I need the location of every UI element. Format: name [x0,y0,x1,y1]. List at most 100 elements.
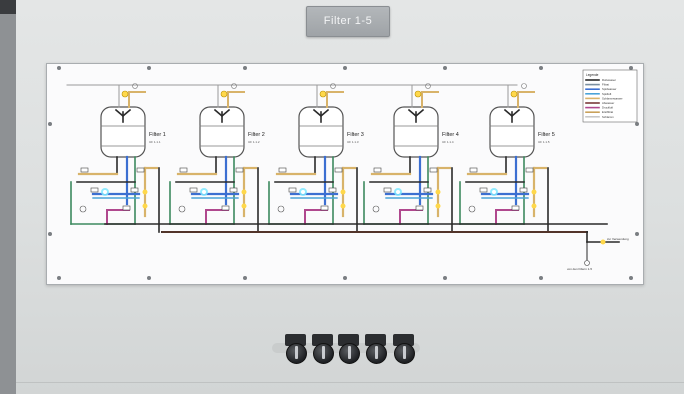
status-lamp [510,90,518,98]
panel-screw [629,66,633,70]
status-lamp [435,189,441,195]
selector-switch-5[interactable] [393,334,415,366]
status-lamp [531,189,537,195]
valve-symbol [235,167,244,173]
filter-unit-4: Filter 4UF 1.1.4 [363,83,459,233]
gauge-icon [521,83,527,89]
legend-item-label: Schlammwasser [602,96,623,100]
status-lamp [121,90,129,98]
valve-symbol [189,187,198,193]
outlet-label: zur Verwendung [607,237,629,241]
panel-screw [57,66,61,70]
status-lamp [220,90,228,98]
panel-screw [635,232,639,236]
valve-core [396,190,400,194]
valve-symbol [511,205,520,211]
legend-box [582,69,638,123]
valve-symbol [229,187,238,193]
gauge-icon [132,83,138,89]
valve-symbol [122,205,131,211]
selector-switch-4[interactable] [365,334,387,366]
panel-screw [48,122,52,126]
valve-symbol [130,187,139,193]
selector-knob[interactable] [313,343,334,364]
status-lamp [241,203,247,209]
filter-unit-1: Filter 1UF 1.1.1 [70,83,166,233]
gauge-icon [425,83,431,89]
gauge-icon [330,83,336,89]
filter-unit-2: Filter 2UF 1.1.2 [169,83,265,233]
valve-symbol [415,205,424,211]
status-lamp [340,203,346,209]
status-lamp [142,203,148,209]
selector-knob[interactable] [339,343,360,364]
status-lamp [241,189,247,195]
valve-symbol [373,167,382,173]
selector-switch-3[interactable] [338,334,360,366]
distributor-arm [114,108,125,118]
legend-item-label: Druckluft [602,106,613,110]
valve-symbol [221,205,230,211]
selector-knob[interactable] [394,343,415,364]
status-lamp [531,203,537,209]
outlet-lamp [600,239,606,245]
filter-unit-3: Filter 3UF 1.1.3 [268,83,364,233]
panel-screw [635,122,639,126]
distributor-arm [312,108,323,118]
panel-screw [443,276,447,280]
selector-knob[interactable] [286,343,307,364]
valve-symbol [320,205,329,211]
gauge-icon [277,205,285,213]
filter-unit-5: Filter 5UF 1.1.5 [459,83,555,233]
valve-symbol [383,187,392,193]
panel-screw [443,66,447,70]
panel-screw [243,276,247,280]
legend-item-label: Spülwasser [602,87,617,91]
panel-screw [48,232,52,236]
cabinet-base-line [16,382,684,383]
gauge-icon [79,205,87,213]
valve-core [202,190,206,194]
filter-vessel [489,106,535,158]
panel-screw [539,276,543,280]
panel-screw [147,276,151,280]
panel-screw [343,276,347,280]
distributor-arm [213,108,224,118]
legend-title: Legende [586,73,599,77]
panel-screw [243,66,247,70]
selector-switch-1[interactable] [285,334,307,366]
distributor-arm [407,108,418,118]
valve-symbol [525,167,534,173]
panel-screw [147,66,151,70]
valve-symbol [179,167,188,173]
valve-symbol [278,167,287,173]
left-frame-strip [0,0,16,394]
selector-switch-2[interactable] [312,334,334,366]
valve-symbol [288,187,297,193]
drain-label: von den Filtern 1-5 [567,267,592,271]
distributor-arm [121,108,132,118]
legend-item-label: Schlamm [602,115,614,119]
nameplate: Filter 1-5 [306,6,390,37]
valve-symbol [90,187,99,193]
status-lamp [340,189,346,195]
filter-label: Filter 2 [248,132,265,138]
distributor-arm [510,108,521,118]
filter-vessel [199,106,245,158]
valve-core [301,190,305,194]
selector-knob[interactable] [366,343,387,364]
valve-symbol [328,187,337,193]
panel-screw [343,66,347,70]
panel-screw [57,276,61,280]
distributor-arm [414,108,425,118]
filter-sublabel: UF 1.1.3 [347,140,359,144]
legend-item-label: Filtrat [602,83,609,87]
status-lamp [435,203,441,209]
filter-vessel [298,106,344,158]
gauge-icon [372,205,380,213]
legend-item-label: Spülluft [602,92,612,96]
filter-sublabel: UF 1.1.5 [538,140,550,144]
valve-symbol [136,167,145,173]
